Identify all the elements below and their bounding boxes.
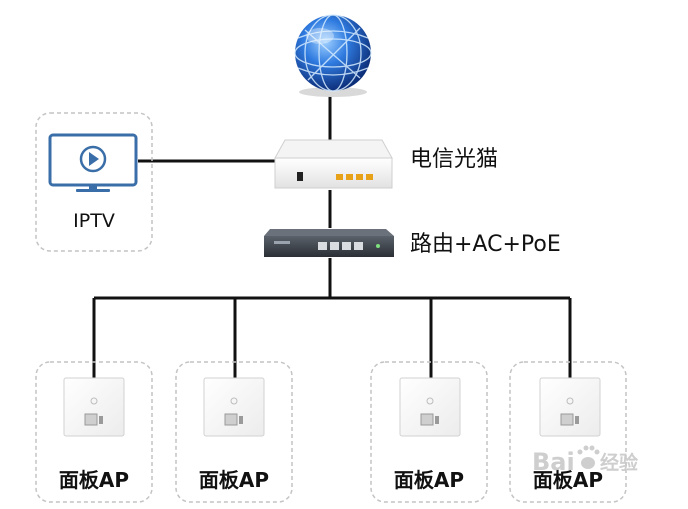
- panel-ap-border: [35, 361, 153, 503]
- panel-ap-label: 面板AP: [199, 468, 269, 492]
- panel-ap-1: 面板AP: [35, 361, 153, 503]
- optical-modem-icon: [274, 139, 393, 189]
- router-switch-icon: [264, 229, 394, 257]
- wall-panel-ap-icon: [203, 377, 265, 437]
- panel-ap-border: [509, 361, 627, 503]
- panel-ap-label: 面板AP: [394, 468, 464, 492]
- panel-ap-4: 面板AP: [509, 361, 627, 503]
- internet-globe-icon: [294, 14, 372, 97]
- connection-lines: [92, 88, 572, 378]
- panel-ap-3: 面板AP: [370, 361, 488, 503]
- panel-ap-border: [370, 361, 488, 503]
- modem-label: 电信光猫: [410, 147, 498, 172]
- watermark-brand: Bai: [532, 448, 575, 476]
- watermark-suffix: 经验: [600, 451, 639, 474]
- iptv-group-border: [35, 112, 153, 252]
- panel-ap-2: 面板AP: [175, 361, 293, 503]
- tv-play-icon: [48, 133, 138, 192]
- paw-icon: [577, 445, 600, 469]
- wall-panel-ap-icon: [539, 377, 601, 437]
- panel-ap-border: [175, 361, 293, 503]
- wall-panel-ap-icon: [399, 377, 461, 437]
- panel-ap-label: 面板AP: [533, 468, 603, 492]
- baidu-watermark: Bai 经验: [532, 445, 639, 476]
- panel-ap-label: 面板AP: [59, 468, 129, 492]
- iptv-label: IPTV: [73, 210, 115, 232]
- wall-panel-ap-icon: [63, 377, 125, 437]
- router-label: 路由+AC+PoE: [410, 232, 561, 257]
